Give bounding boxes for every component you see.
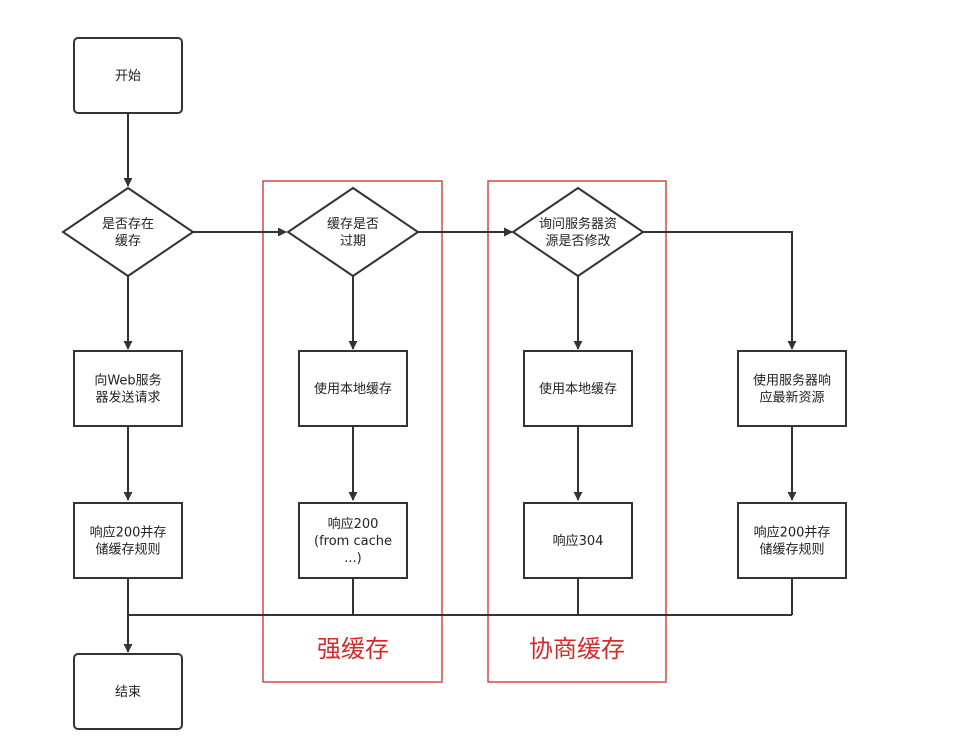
node-label: 使用服务器响应最新资源 — [753, 373, 831, 406]
node-label: 询问服务器资源是否修改 — [539, 216, 617, 249]
node-label-line: 响应200并存 — [754, 525, 831, 541]
node-label-line: 响应200 — [328, 516, 379, 532]
node-label-line: 响应200并存 — [90, 525, 167, 541]
node-label-line: 响应304 — [553, 533, 604, 549]
node-label-line: 应最新资源 — [759, 390, 824, 406]
node-label-line: 储缓存规则 — [95, 543, 160, 558]
node-label: 响应304 — [553, 533, 604, 549]
node-label-line: 开始 — [115, 69, 141, 84]
node-label-line: 使用服务器响 — [753, 373, 831, 389]
cache-expired-decision: 缓存是否过期 — [286, 186, 420, 278]
node-label-line: 器发送请求 — [95, 390, 160, 406]
use-server-resource-node: 使用服务器响应最新资源 — [737, 350, 847, 427]
strong-cache-label: 强缓存 — [317, 635, 389, 663]
node-label-line: 过期 — [340, 234, 366, 249]
negotiated-cache-group — [487, 180, 667, 683]
node-label-line: ...) — [344, 551, 361, 566]
node-label: 使用本地缓存 — [539, 381, 617, 397]
node-label-line: 结束 — [115, 685, 141, 700]
node-label: 开始 — [115, 69, 141, 84]
node-label-line: 源是否修改 — [545, 234, 610, 249]
send-request-node: 向Web服务器发送请求 — [73, 350, 183, 427]
ask-server-decision: 询问服务器资源是否修改 — [511, 186, 645, 278]
node-label: 使用本地缓存 — [314, 381, 392, 397]
node-label: 响应200并存储缓存规则 — [754, 525, 831, 558]
cache-exists-decision: 是否存在缓存 — [61, 186, 195, 278]
response-304-node: 响应304 — [523, 502, 633, 579]
end-node: 结束 — [73, 653, 183, 730]
response-200-from-cache-node: 响应200 (from cache...) — [298, 502, 408, 579]
node-label: 响应200 (from cache...) — [314, 516, 392, 566]
node-label-line: 缓存 — [115, 234, 141, 249]
node-label-line: 缓存是否 — [327, 217, 379, 232]
node-label: 是否存在缓存 — [102, 217, 154, 249]
node-label-line: (from cache — [314, 534, 392, 549]
edges — [123, 113, 797, 653]
node-label: 响应200并存储缓存规则 — [90, 525, 167, 558]
response-200-store-node-2: 响应200并存储缓存规则 — [737, 502, 847, 579]
strong-cache-group — [262, 180, 443, 683]
node-label-line: 询问服务器资 — [539, 216, 617, 232]
use-local-cache-node-1: 使用本地缓存 — [298, 350, 408, 427]
node-label-line: 使用本地缓存 — [539, 381, 617, 397]
node-label-line: 向Web服务 — [94, 373, 161, 389]
response-200-store-node-1: 响应200并存储缓存规则 — [73, 502, 183, 579]
node-label: 结束 — [115, 685, 141, 700]
node-label-line: 是否存在 — [102, 217, 154, 232]
node-label-line: 储缓存规则 — [759, 543, 824, 558]
edge-ask-to-use-server — [643, 231, 797, 350]
use-local-cache-node-2: 使用本地缓存 — [523, 350, 633, 427]
start-node: 开始 — [73, 37, 183, 114]
node-label: 缓存是否过期 — [327, 217, 379, 249]
node-label: 向Web服务器发送请求 — [94, 373, 161, 406]
node-label-line: 使用本地缓存 — [314, 381, 392, 397]
negotiated-cache-label: 协商缓存 — [529, 635, 625, 663]
